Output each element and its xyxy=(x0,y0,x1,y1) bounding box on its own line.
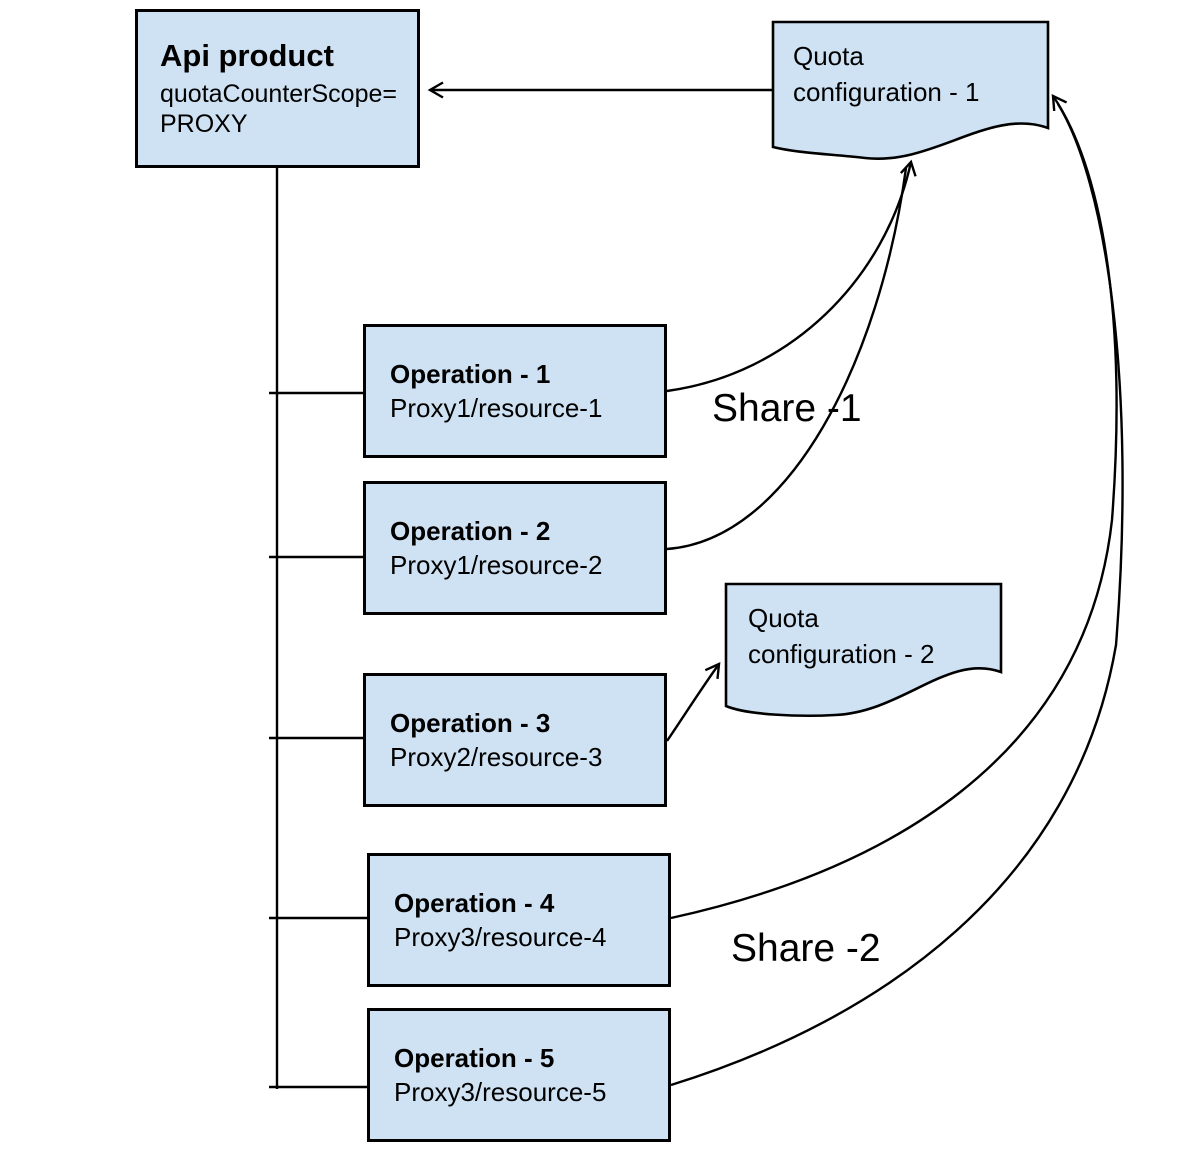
quota-config-2-line1: Quota xyxy=(748,603,819,633)
quota-config-1-line1: Quota xyxy=(793,41,864,71)
connector-operation-1-to-quota-config-1 xyxy=(666,159,917,393)
operation-2-path: Proxy1/resource-2 xyxy=(390,550,603,580)
connector-operation-4-to-quota-config-1 xyxy=(670,94,1118,920)
api-product-attribute: quotaCounterScope= xyxy=(160,80,397,108)
operation-2-title: Operation - 2 xyxy=(390,516,551,546)
node-operation-3: Operation - 3 Proxy2/resource-3 xyxy=(363,673,667,807)
quota-config-2-line2: configuration - 2 xyxy=(748,639,935,669)
edge-label-share-1: Share -1 xyxy=(712,387,862,430)
operation-1-path: Proxy1/resource-1 xyxy=(390,393,603,423)
node-operation-5: Operation - 5 Proxy3/resource-5 xyxy=(367,1008,671,1142)
quota-config-1-label: Quota configuration - 1 xyxy=(793,38,979,110)
doc-quota-config-1 xyxy=(771,20,1050,161)
connector-operation-2-to-quota-config-1 xyxy=(666,167,908,551)
node-operation-1: Operation - 1 Proxy1/resource-1 xyxy=(363,324,667,458)
operation-4-path: Proxy3/resource-4 xyxy=(394,922,607,952)
api-product-attribute-value: PROXY xyxy=(160,110,248,138)
arrow-operation-3-to-quota-config-2 xyxy=(666,662,721,742)
doc-quota-config-2 xyxy=(724,582,1003,717)
api-product-title: Api product xyxy=(160,38,334,73)
connector-operation-5-to-quota-config-1 xyxy=(670,103,1124,1087)
edge-label-share-2: Share -2 xyxy=(731,927,881,970)
operation-5-path: Proxy3/resource-5 xyxy=(394,1077,607,1107)
quota-config-2-label: Quota configuration - 2 xyxy=(748,600,934,672)
operation-3-path: Proxy2/resource-3 xyxy=(390,742,603,772)
operation-1-title: Operation - 1 xyxy=(390,359,551,389)
operation-3-title: Operation - 3 xyxy=(390,708,551,738)
node-api-product: Api product quotaCounterScope= PROXY xyxy=(135,9,420,168)
operation-4-title: Operation - 4 xyxy=(394,888,555,918)
node-operation-2: Operation - 2 Proxy1/resource-2 xyxy=(363,481,667,615)
operation-5-title: Operation - 5 xyxy=(394,1043,555,1073)
quota-config-1-line2: configuration - 1 xyxy=(793,77,980,107)
node-operation-4: Operation - 4 Proxy3/resource-4 xyxy=(367,853,671,987)
